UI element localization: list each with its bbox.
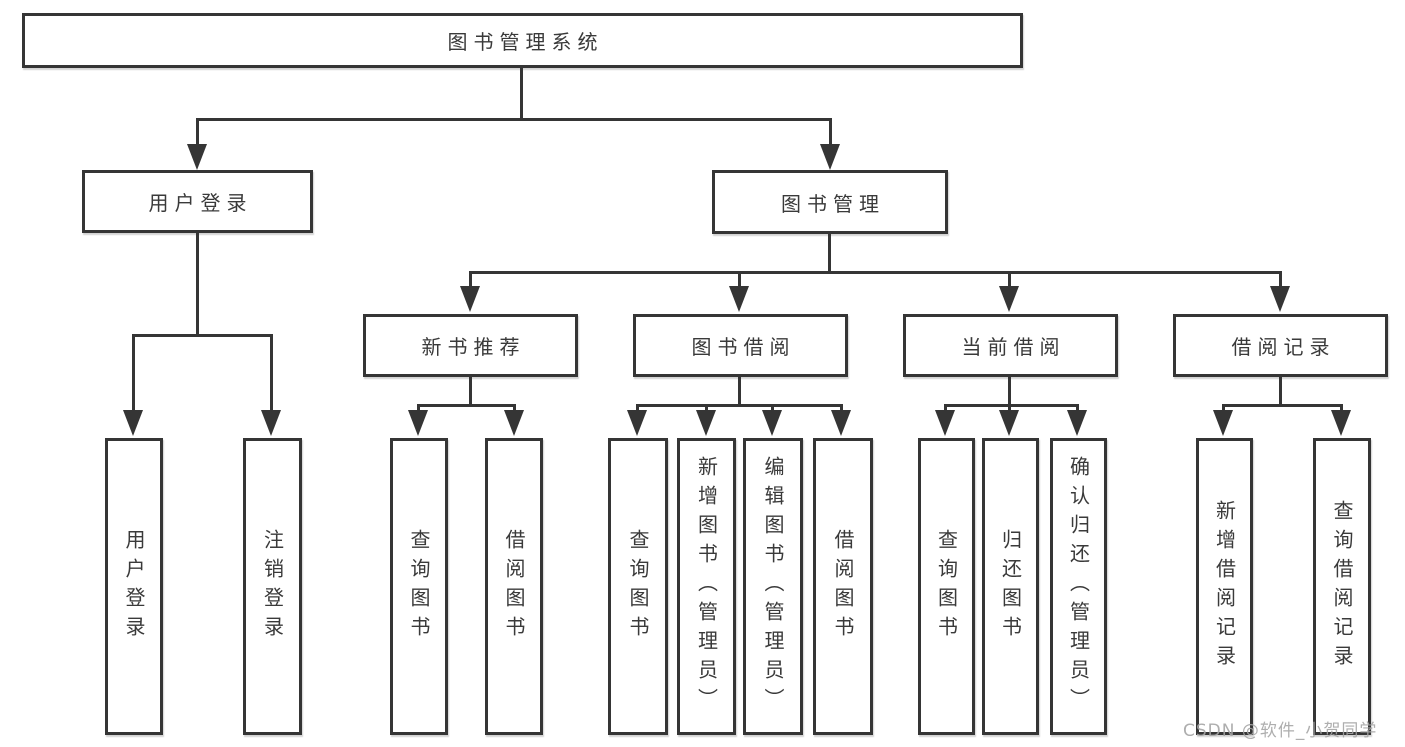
arrow-down-icon [1213,410,1233,436]
connector [1222,404,1225,414]
node-new-book-recommend-label: 新书推荐 [421,335,526,359]
leaf-user-login: 用户登录 [105,438,163,735]
node-current-borrow-label: 当前借阅 [961,335,1066,359]
node-book-borrow: 图书借阅 [633,314,848,377]
leaf-add-borrow-record: 新增借阅记录 [1196,438,1253,735]
arrow-down-icon [460,286,480,312]
connector [132,334,273,337]
connector [636,404,843,407]
leaf-add-borrow-record-label: 新增借阅记录 [1212,499,1237,674]
leaf-query-books-recommend-label: 查询图书 [407,528,431,645]
arrow-down-icon [1331,410,1351,436]
leaf-return-books: 归还图书 [982,438,1039,735]
connector [196,233,199,336]
leaf-query-books-borrow: 查询图书 [608,438,668,735]
leaf-query-borrow-record: 查询借阅记录 [1313,438,1371,735]
connector [417,404,420,414]
leaf-logout-label: 注销登录 [260,528,285,645]
leaf-query-books-recommend: 查询图书 [390,438,448,735]
arrow-down-icon [1270,286,1290,312]
connector [1076,404,1079,414]
connector [1279,377,1282,407]
node-root-label: 图书管理系统 [447,30,604,54]
leaf-borrow-books: 借阅图书 [813,438,873,735]
leaf-borrow-books-recommend: 借阅图书 [485,438,543,735]
connector [738,377,741,407]
connector [469,271,1282,274]
leaf-query-books-current-label: 查询图书 [934,528,959,645]
arrow-down-icon [123,410,143,436]
node-user-login-label: 用户登录 [148,191,253,215]
connector [1008,377,1011,407]
arrow-down-icon [408,410,428,436]
leaf-query-books-borrow-label: 查询图书 [626,528,650,645]
node-root-system: 图书管理系统 [22,13,1023,68]
arrow-down-icon [999,410,1019,436]
connector [270,334,273,412]
connector [1279,271,1282,288]
connector [469,377,472,407]
connector [828,234,831,273]
node-new-book-recommend: 新书推荐 [363,314,578,377]
leaf-edit-books-admin-label: 编辑图书（管理员） [761,456,785,717]
arrow-down-icon [696,410,716,436]
leaf-confirm-return-admin-label: 确认归还（管理员） [1066,456,1091,717]
node-book-management: 图书管理 [712,170,948,234]
leaf-user-login-label: 用户登录 [122,528,146,645]
arrow-down-icon [504,410,524,436]
connector [469,271,472,288]
arrow-down-icon [831,410,851,436]
connector [771,404,774,414]
connector [1222,404,1343,407]
connector [944,404,1079,407]
leaf-query-books-current: 查询图书 [918,438,975,735]
leaf-logout: 注销登录 [243,438,302,735]
leaf-borrow-books-recommend-label: 借阅图书 [502,528,526,645]
arrow-down-icon [820,144,840,170]
leaf-confirm-return-admin: 确认归还（管理员） [1050,438,1107,735]
node-book-management-label: 图书管理 [781,191,885,216]
leaf-add-books-admin-label: 新增图书（管理员） [694,456,719,717]
connector [417,404,516,407]
connector [829,118,832,146]
arrow-down-icon [261,410,281,436]
node-borrow-record-label: 借阅记录 [1231,335,1336,359]
connector [1008,271,1011,288]
connector [738,271,741,288]
connector [520,68,523,120]
arrow-down-icon [729,286,749,312]
csdn-watermark: CSDN @软件_小贺同学 [1183,721,1378,741]
arrow-down-icon [935,410,955,436]
node-user-login: 用户登录 [82,170,313,233]
node-borrow-record: 借阅记录 [1173,314,1388,377]
arrow-down-icon [762,410,782,436]
arrow-down-icon [187,144,207,170]
node-current-borrow: 当前借阅 [903,314,1118,377]
leaf-edit-books-admin: 编辑图书（管理员） [743,438,803,735]
leaf-add-books-admin: 新增图书（管理员） [677,438,736,735]
arrow-down-icon [999,286,1019,312]
leaf-return-books-label: 归还图书 [998,528,1023,645]
connector [196,118,832,121]
leaf-query-borrow-record-label: 查询借阅记录 [1330,499,1354,674]
arrow-down-icon [627,410,647,436]
connector [196,118,199,146]
connector [840,404,843,414]
connector [636,404,639,414]
node-book-borrow-label: 图书借阅 [691,335,796,359]
connector [513,404,516,414]
connector [944,404,947,414]
leaf-borrow-books-label: 借阅图书 [831,528,855,645]
connector [1340,404,1343,414]
connector [705,404,708,414]
connector [132,334,135,412]
arrow-down-icon [1067,410,1087,436]
connector [1008,404,1011,414]
